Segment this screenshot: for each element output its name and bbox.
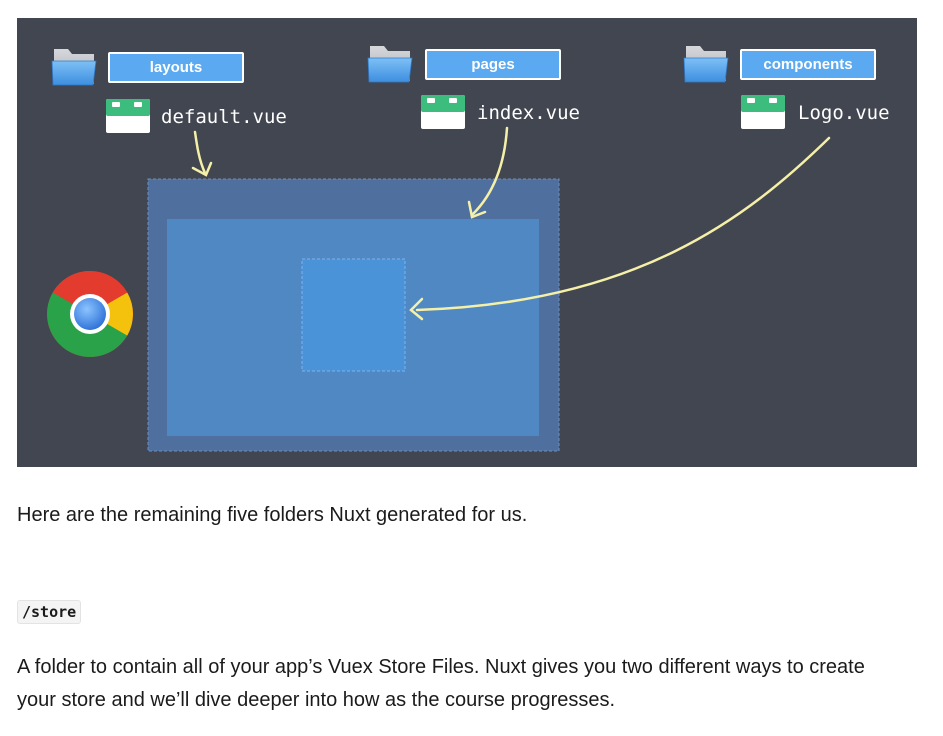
- store-description: A folder to contain all of your app’s Vu…: [17, 656, 865, 711]
- file-name-index: index.vue: [477, 102, 580, 124]
- folder-label-components: components: [740, 49, 876, 80]
- nuxt-structure-diagram: layouts pages components default.vue ind…: [17, 18, 917, 467]
- folder-icon: [367, 46, 413, 83]
- arrow-page-to-box: [467, 126, 509, 219]
- component-box: [301, 258, 406, 372]
- intro-paragraph: Here are the remaining five folders Nuxt…: [17, 504, 528, 526]
- vue-file-icon: [741, 95, 785, 129]
- vue-file-icon: [421, 95, 465, 129]
- chrome-icon: [47, 271, 133, 357]
- folder-label-layouts: layouts: [108, 52, 244, 83]
- folder-icon: [51, 49, 97, 86]
- section-code-store: /store: [17, 600, 82, 624]
- arrow-layout-to-box: [191, 130, 213, 177]
- arrow-component-to-box: [409, 136, 831, 321]
- diagram-graphics: [47, 46, 831, 452]
- file-name-default: default.vue: [161, 106, 287, 128]
- folder-label-pages: pages: [425, 49, 561, 80]
- folder-icon: [683, 46, 729, 83]
- vue-file-icon: [106, 99, 150, 133]
- file-name-logo: Logo.vue: [798, 102, 890, 124]
